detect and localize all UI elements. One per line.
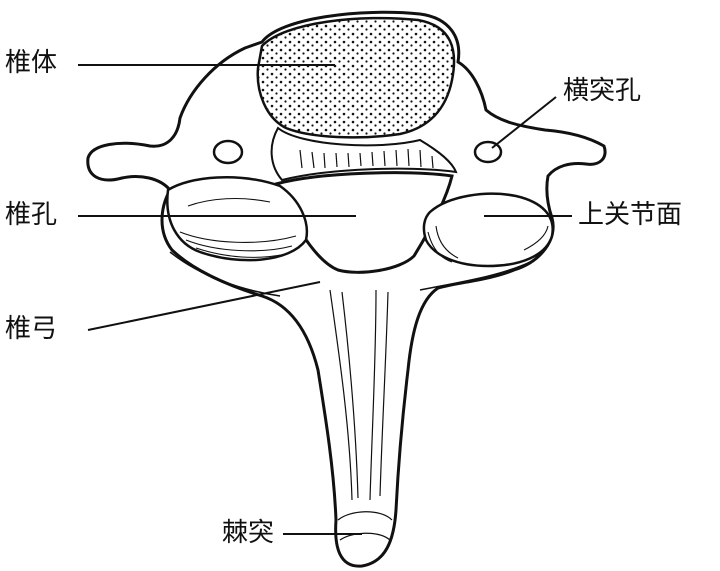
label-transverse-foramen: 横突孔 — [563, 76, 642, 106]
leader-vertebral-arch — [87, 281, 321, 331]
spinous-process-shading — [329, 289, 393, 541]
label-vertebral-body: 椎体 — [5, 48, 58, 78]
left-pillar-hatching — [179, 197, 297, 258]
vertebral-body-surface — [256, 16, 456, 139]
right-lamina-edge — [419, 261, 531, 291]
label-spinous-process: 棘突 — [222, 518, 275, 548]
label-superior-articular-facet: 上关节面 — [578, 200, 683, 230]
leader-transverse-foramen — [491, 96, 557, 149]
body-lower-rim — [270, 126, 458, 182]
right-facet-hatching — [427, 225, 549, 263]
left-transverse-foramen — [212, 139, 244, 165]
label-vertebral-arch: 椎弓 — [5, 314, 58, 344]
right-articular-facet — [422, 192, 554, 268]
left-articular-pillar — [166, 176, 309, 262]
label-vertebral-foramen: 椎孔 — [5, 200, 58, 230]
ridge-hatching — [299, 148, 434, 169]
